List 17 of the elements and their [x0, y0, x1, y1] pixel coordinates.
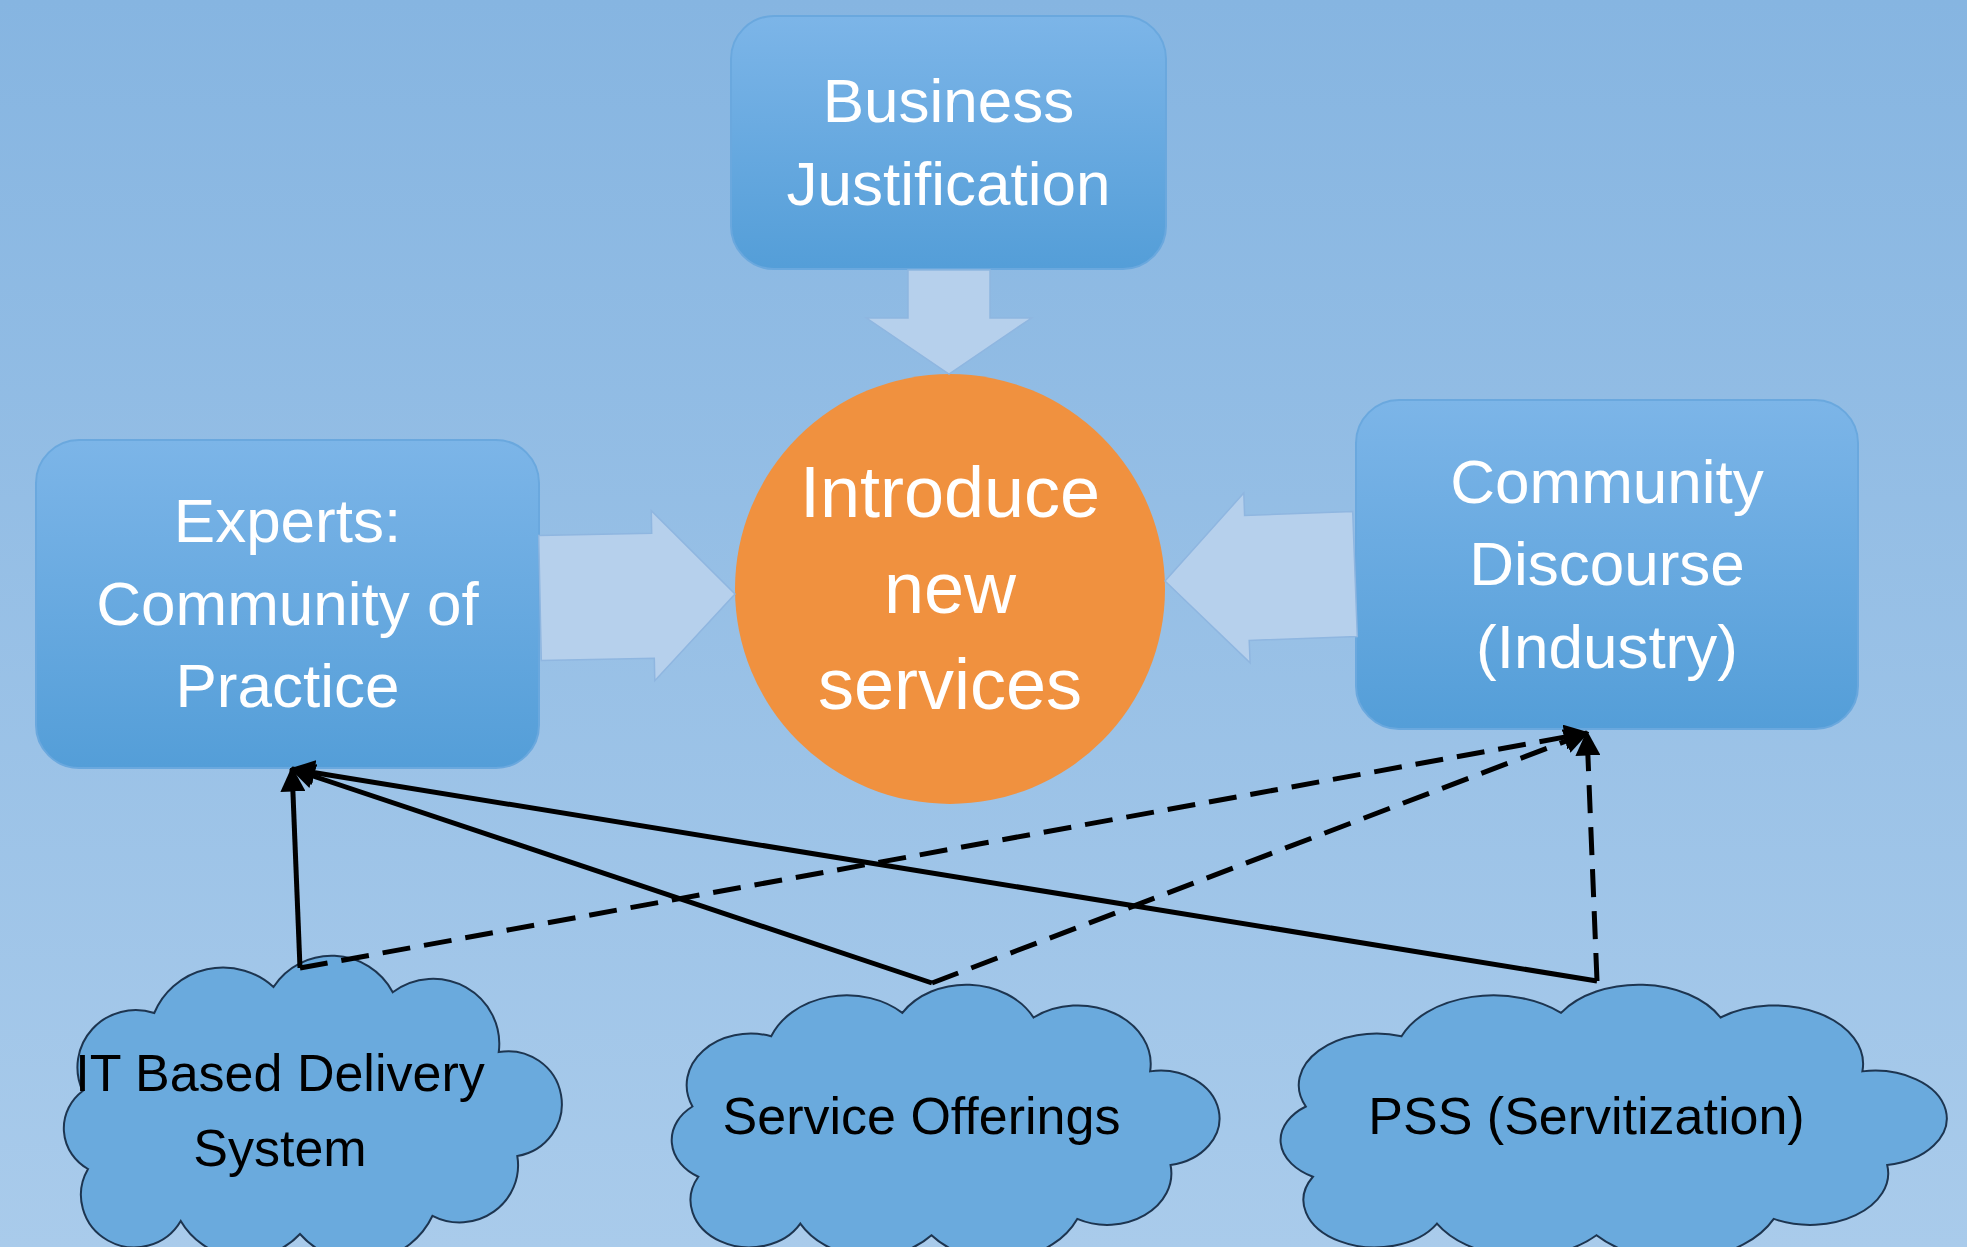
- arrow: [289, 760, 1598, 984]
- node-label: IT Based Delivery System: [74, 1042, 486, 1179]
- dashed-arrow: [931, 729, 1590, 986]
- node-label: Community Discourse (Industry): [1449, 445, 1765, 683]
- rounded-box: [730, 15, 1167, 270]
- block-arrow: [1163, 491, 1359, 665]
- arrow: [289, 764, 933, 986]
- rounded-box: [1355, 399, 1859, 730]
- block-arrow: [537, 508, 737, 683]
- rounded-box: [35, 439, 540, 769]
- node-label: Business Justification: [785, 65, 1112, 220]
- node-label: PSS (Servitization): [1368, 1085, 1805, 1147]
- arrow: [280, 766, 306, 969]
- node-label: Introduce new services: [798, 451, 1102, 726]
- dashed-arrow: [1575, 730, 1601, 982]
- node-label: Service Offerings: [722, 1085, 1121, 1147]
- node-label: Experts: Community of Practice: [95, 485, 480, 723]
